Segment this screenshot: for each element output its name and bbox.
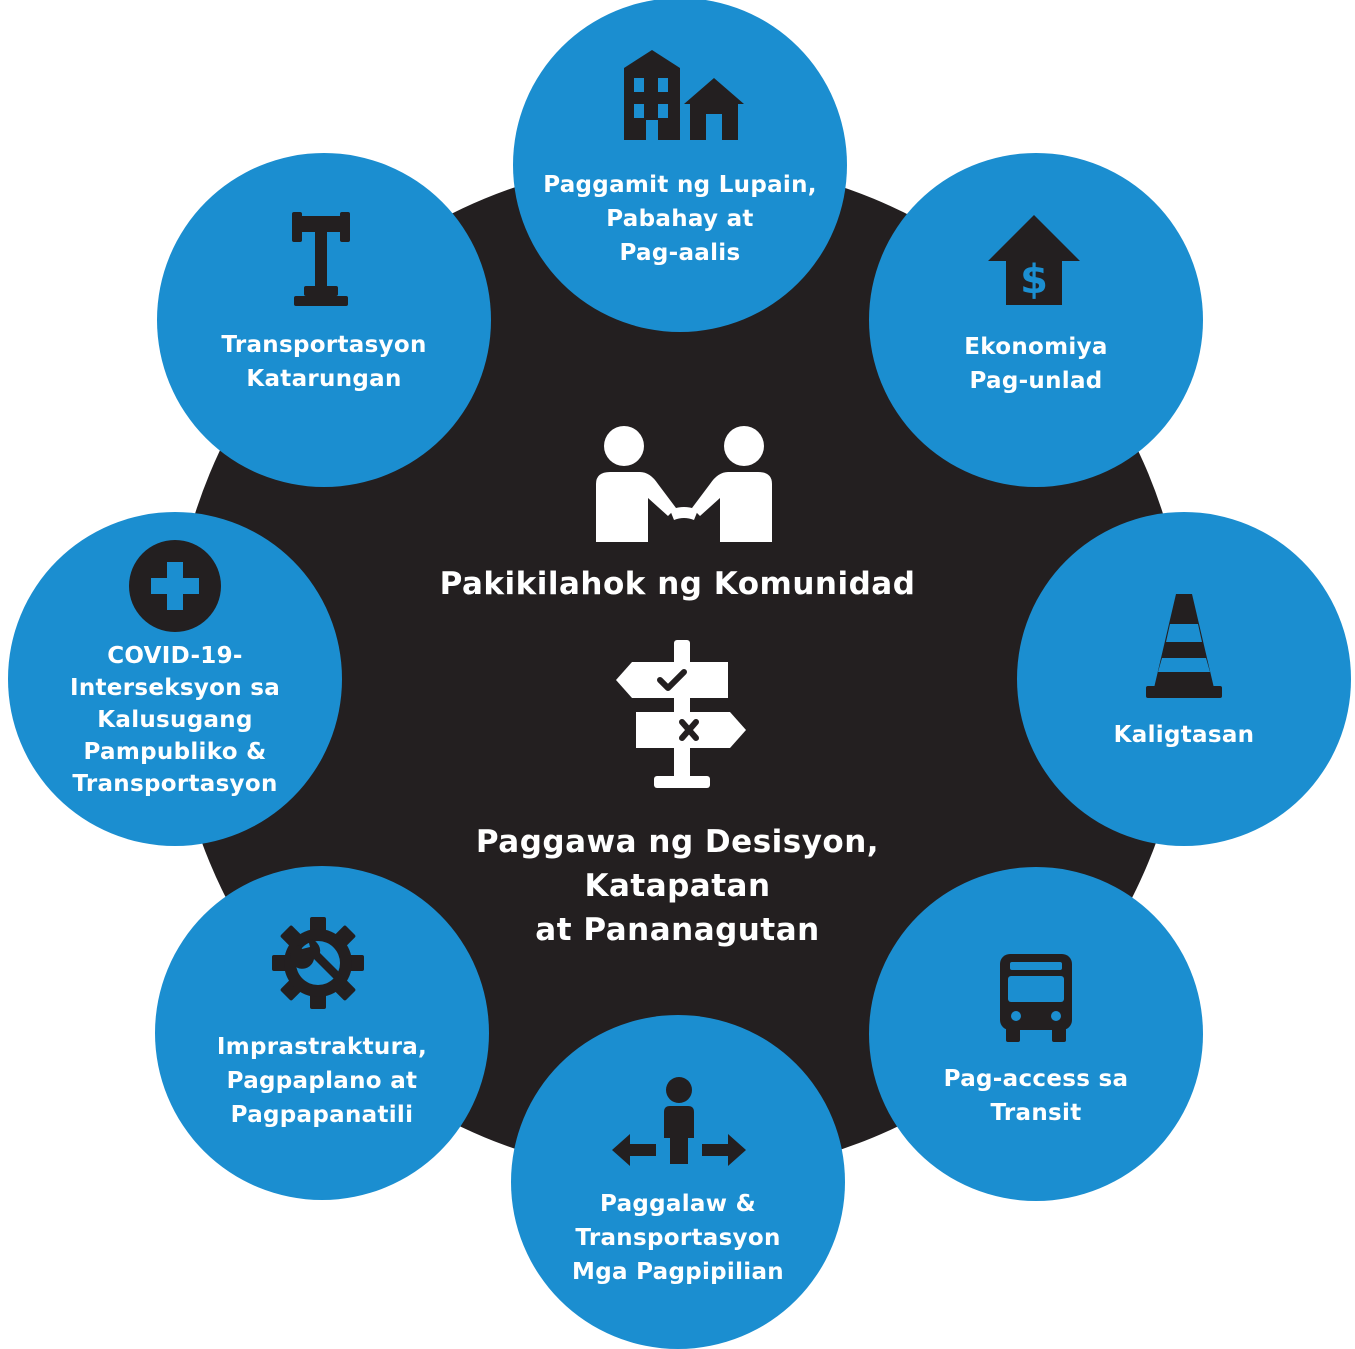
person-arrows-icon [610, 1076, 748, 1168]
center-subtitle: Paggawa ng Desisyon, Katapatan at Panana… [475, 824, 880, 948]
houses-icon [622, 48, 744, 140]
signpost-icon [616, 640, 748, 790]
bus-icon [998, 952, 1074, 1044]
node-economy [869, 153, 1203, 487]
node-covid-label: COVID-19- Interseksyon sa Kalusugang Pam… [69, 643, 281, 797]
node-safety-label: Kaligtasan [1113, 722, 1255, 748]
node-mobility [511, 1015, 845, 1349]
handshake-people-icon [594, 424, 774, 544]
center-title: Pakikilahok ng Komunidad [439, 566, 916, 602]
traffic-cone-icon [1144, 592, 1224, 700]
node-justice [157, 153, 491, 487]
house-dollar-icon: $ [986, 213, 1082, 305]
node-transit-access [869, 867, 1203, 1201]
node-land-use-label: Paggamit ng Lupain, Pabahay at Pag-aalis [543, 172, 817, 266]
node-land-use [513, 0, 847, 332]
node-mobility-label: Paggalaw & Transportasyon Mga Pagpipilia… [572, 1191, 784, 1285]
gear-wrench-icon [270, 915, 366, 1011]
node-infrastructure-label: Imprastraktura, Pagpaplano at Pagpapanat… [216, 1034, 428, 1128]
node-transit-access-label: Pag-access sa Transit [943, 1066, 1129, 1126]
medical-cross-icon [129, 540, 221, 632]
gavel-icon [290, 212, 352, 308]
node-justice-label: Transportasyon Katarungan [221, 332, 427, 392]
svg-text:$: $ [1020, 257, 1048, 303]
node-economy-label: Ekonomiya Pag-unlad [964, 334, 1108, 394]
